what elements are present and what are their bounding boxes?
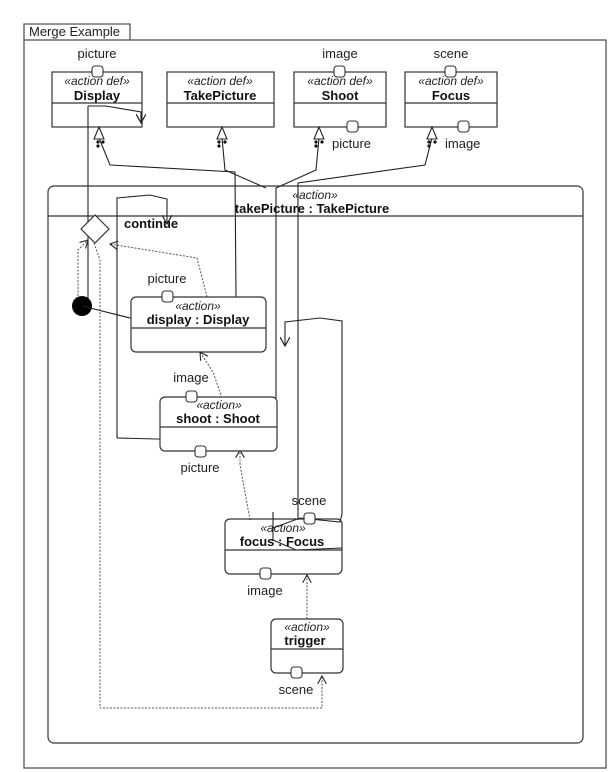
action-shoot-name: shoot : Shoot xyxy=(176,411,260,426)
action-def-focus[interactable]: «action def» Focus scene image xyxy=(404,46,498,151)
port-icon xyxy=(259,567,272,580)
generalization-arrow-icon xyxy=(426,125,438,140)
merge-node[interactable]: continue xyxy=(80,214,178,244)
port-label: picture xyxy=(332,136,371,151)
svg-text:«action»: «action» xyxy=(284,620,330,634)
generalization-arrow-icon xyxy=(313,125,325,140)
port-icon xyxy=(161,290,174,303)
svg-text:«action def»: «action def» xyxy=(307,74,373,88)
action-def-takepicture[interactable]: «action def» TakePicture xyxy=(166,71,275,128)
port-label: image xyxy=(173,370,208,385)
binding-connector xyxy=(82,106,89,307)
port-label: picture xyxy=(77,46,116,61)
action-focus[interactable]: «action» focus : Focus scene image xyxy=(224,493,343,598)
port-icon xyxy=(346,120,359,133)
action-def-display-name: Display xyxy=(74,88,121,103)
loop-connector xyxy=(116,194,167,438)
svg-text:«action def»: «action def» xyxy=(418,74,484,88)
container-action-takepicture[interactable]: «action» takePicture : TakePicture xyxy=(47,185,584,744)
action-trigger-name: trigger xyxy=(284,633,325,648)
action-def-shoot-name: Shoot xyxy=(322,88,359,103)
succession-flow xyxy=(110,244,208,298)
succession-flow xyxy=(77,240,88,296)
action-def-focus-name: Focus xyxy=(432,88,470,103)
port-label: image xyxy=(445,136,480,151)
action-def-shoot[interactable]: «action def» Shoot image picture xyxy=(293,46,387,151)
merge-label: continue xyxy=(124,216,178,231)
port-icon xyxy=(290,666,303,679)
port-icon xyxy=(444,65,457,78)
action-trigger[interactable]: «action» trigger scene xyxy=(270,618,344,697)
port-icon xyxy=(185,390,198,403)
loop-connector xyxy=(272,512,343,551)
succession-flow xyxy=(200,352,223,399)
svg-text:«action»: «action» xyxy=(260,521,306,535)
definition-connectors xyxy=(93,125,438,520)
port-icon xyxy=(303,512,316,525)
port-label: image xyxy=(322,46,357,61)
diagram-frame: Merge Example xyxy=(23,23,607,769)
binding-connector xyxy=(88,105,141,123)
svg-text:«action def»: «action def» xyxy=(64,74,130,88)
port-icon xyxy=(457,120,470,133)
port-label: scene xyxy=(279,682,314,697)
succession-flow xyxy=(93,242,322,709)
port-icon xyxy=(91,65,104,78)
generalization-arrow-icon xyxy=(216,125,228,140)
action-display[interactable]: «action» display : Display picture xyxy=(130,271,267,353)
port-icon xyxy=(194,445,207,458)
port-label: scene xyxy=(292,493,327,508)
action-def-takepicture-name: TakePicture xyxy=(184,88,257,103)
port-icon xyxy=(333,65,346,78)
frame-title: Merge Example xyxy=(29,24,120,39)
svg-text:«action def»: «action def» xyxy=(187,74,253,88)
action-display-name: display : Display xyxy=(147,312,250,327)
succession-flow xyxy=(240,450,251,521)
port-label: picture xyxy=(180,460,219,475)
generalization-arrow-icon xyxy=(93,125,105,140)
container-stereotype: «action» xyxy=(292,188,338,202)
port-label: image xyxy=(247,583,282,598)
action-focus-name: focus : Focus xyxy=(240,534,325,549)
action-shoot[interactable]: «action» shoot : Shoot image picture xyxy=(159,370,278,475)
svg-text:«action»: «action» xyxy=(175,299,221,313)
port-label: scene xyxy=(434,46,469,61)
container-name: takePicture : TakePicture xyxy=(235,201,389,216)
action-def-display[interactable]: «action def» Display picture xyxy=(51,46,143,128)
svg-text:«action»: «action» xyxy=(196,398,242,412)
port-label: picture xyxy=(147,271,186,286)
